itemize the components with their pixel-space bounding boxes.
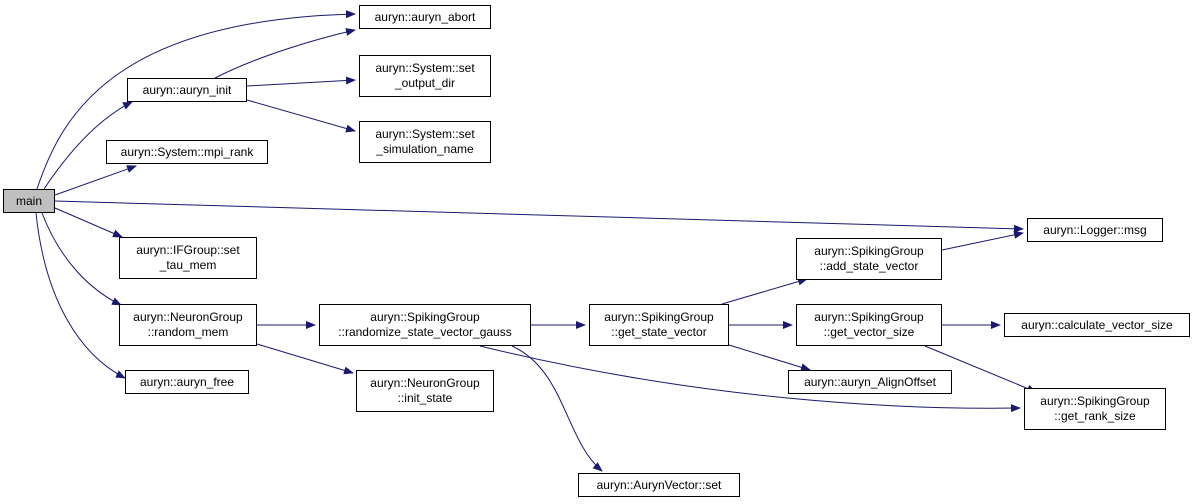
edge-get-state-vector-to-add-state-vector: [721, 277, 808, 305]
node-spikinggroup-get-rank-size[interactable]: auryn::SpikingGroup ::get_rank_size: [1024, 388, 1166, 430]
node-get-rank-size-line1: auryn::SpikingGroup: [1040, 394, 1150, 408]
node-main[interactable]: main: [3, 189, 55, 213]
node-get-state-vector-line1: auryn::SpikingGroup: [604, 310, 714, 324]
node-spikinggroup-randomize-state-vector-gauss[interactable]: auryn::SpikingGroup ::randomize_state_ve…: [319, 304, 531, 346]
edge-add-state-vector-to-logger-msg: [941, 230, 1024, 251]
node-system-mpi-rank[interactable]: auryn::System::mpi_rank: [106, 140, 268, 164]
node-system-set-output-dir-line1: auryn::System::set: [375, 61, 475, 75]
node-calculate-vector-size[interactable]: auryn::calculate_vector_size: [1004, 313, 1190, 337]
node-auryn-init[interactable]: auryn::auryn_init: [127, 78, 247, 102]
edge-main-to-auryn-init: [43, 101, 133, 190]
node-auryn-free-label: auryn::auryn_free: [139, 374, 235, 389]
node-add-state-vector-line2: ::add_state_vector: [819, 259, 919, 273]
node-neurongroup-init-state[interactable]: auryn::NeuronGroup ::init_state: [356, 370, 494, 412]
node-spikinggroup-add-state-vector[interactable]: auryn::SpikingGroup ::add_state_vector: [796, 238, 942, 280]
edge-main-to-logger-msg: [54, 200, 1024, 233]
node-aurynvector-set[interactable]: auryn::AurynVector::set: [578, 473, 740, 497]
edge-randomize-gauss-to-aurynvector-set: [511, 345, 603, 472]
node-randomize-gauss-line1: auryn::SpikingGroup: [370, 310, 480, 324]
node-calculate-vector-size-label: auryn::calculate_vector_size: [1021, 317, 1173, 332]
node-auryn-alignoffset-label: auryn::auryn_AlignOffset: [804, 374, 936, 389]
edge-get-state-vector-to-align-offset: [728, 344, 811, 372]
node-system-set-output-dir-line2: _output_dir: [394, 76, 456, 90]
node-spikinggroup-get-state-vector[interactable]: auryn::SpikingGroup ::get_state_vector: [589, 304, 729, 346]
node-system-set-simulation-name-line1: auryn::System::set: [375, 127, 475, 141]
node-auryn-abort-label: auryn::auryn_abort: [374, 9, 476, 24]
edge-get-vector-size-to-get-rank-size: [924, 345, 1037, 393]
node-auryn-abort[interactable]: auryn::auryn_abort: [359, 5, 491, 29]
node-auryn-init-label: auryn::auryn_init: [142, 82, 232, 97]
node-main-label: main: [15, 193, 42, 208]
edge-main-to-auryn-free: [35, 212, 126, 379]
node-logger-msg[interactable]: auryn::Logger::msg: [1027, 218, 1163, 242]
node-system-mpi-rank-label: auryn::System::mpi_rank: [120, 144, 254, 159]
edge-auryn-init-to-set-simulation-name: [246, 99, 356, 133]
edge-random-mem-to-init-state: [256, 343, 354, 375]
node-aurynvector-set-label: auryn::AurynVector::set: [596, 477, 722, 492]
node-system-set-simulation-name[interactable]: auryn::System::set _simulation_name: [359, 121, 491, 163]
node-system-set-simulation-name-line2: _simulation_name: [376, 142, 474, 156]
node-neurongroup-random-mem-line1: auryn::NeuronGroup: [133, 310, 243, 324]
node-system-set-output-dir[interactable]: auryn::System::set _output_dir: [359, 55, 491, 97]
edge-auryn-init-to-set-output-dir: [246, 76, 356, 87]
node-neurongroup-init-state-line1: auryn::NeuronGroup: [370, 376, 480, 390]
edge-main-to-set-tau-mem: [54, 207, 123, 238]
node-auryn-alignoffset[interactable]: auryn::auryn_AlignOffset: [788, 370, 952, 394]
node-get-vector-size-line1: auryn::SpikingGroup: [814, 310, 924, 324]
edge-main-to-auryn-abort: [36, 10, 356, 190]
node-ifgroup-set-tau-mem-line2: _tau_mem: [159, 258, 217, 272]
node-spikinggroup-get-vector-size[interactable]: auryn::SpikingGroup ::get_vector_size: [796, 304, 942, 346]
node-ifgroup-set-tau-mem-line1: auryn::IFGroup::set: [136, 243, 240, 257]
node-ifgroup-set-tau-mem[interactable]: auryn::IFGroup::set _tau_mem: [119, 237, 257, 279]
node-logger-msg-label: auryn::Logger::msg: [1043, 222, 1147, 237]
node-get-vector-size-line2: ::get_vector_size: [823, 325, 915, 339]
node-neurongroup-random-mem-line2: ::random_mem: [147, 325, 229, 339]
node-auryn-free[interactable]: auryn::auryn_free: [125, 370, 249, 394]
node-neurongroup-init-state-line2: ::init_state: [397, 391, 453, 405]
node-add-state-vector-line1: auryn::SpikingGroup: [814, 244, 924, 258]
node-get-state-vector-line2: ::get_state_vector: [611, 325, 707, 339]
edge-main-to-random-mem: [41, 212, 122, 306]
node-get-rank-size-line2: ::get_rank_size: [1054, 409, 1136, 423]
edge-main-to-mpi-rank: [54, 165, 137, 196]
edge-randomize-gauss-to-get-rank-size: [479, 345, 1021, 413]
node-neurongroup-random-mem[interactable]: auryn::NeuronGroup ::random_mem: [119, 304, 257, 346]
edge-auryn-init-to-auryn-abort: [214, 28, 356, 79]
node-randomize-gauss-line2: ::randomize_state_vector_gauss: [338, 325, 512, 339]
